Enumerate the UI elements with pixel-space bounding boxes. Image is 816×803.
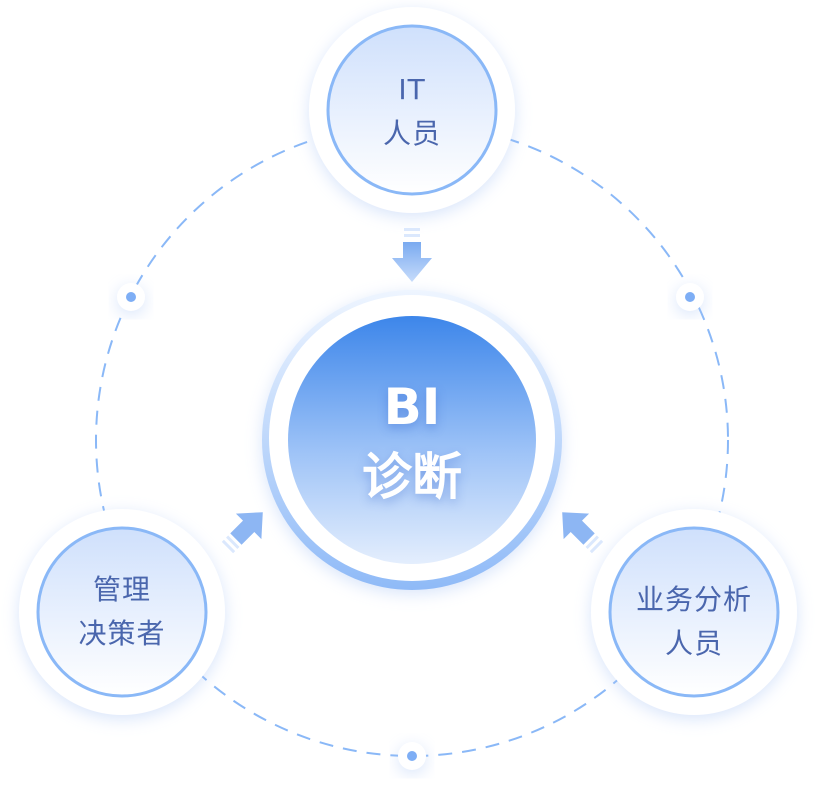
node-management-line2: 决策者 [78, 617, 166, 650]
node-it-circle [309, 7, 515, 213]
node-it-line1: IT [398, 73, 426, 106]
node-it-line2: 人员 [382, 117, 441, 150]
node-business-line1: 业务分析 [635, 583, 752, 616]
arrow-up-left-icon [562, 512, 604, 554]
node-management-line1: 管理 [92, 573, 151, 606]
arrow-down-icon [392, 228, 432, 282]
node-management-label: 管理 决策者 [42, 568, 202, 656]
node-business-line2: 人员 [664, 627, 723, 660]
center-label-line1: BI [383, 378, 441, 436]
center-node [262, 290, 562, 590]
orbit-dot-bottom [398, 742, 426, 770]
center-label-line2: 诊断 [362, 448, 462, 506]
orbit-dot-right [676, 283, 704, 311]
node-management-circle [19, 509, 225, 715]
center-label: BI 诊断 [312, 372, 512, 512]
node-it-label: IT 人员 [332, 68, 492, 156]
orbit-dot-left [117, 283, 145, 311]
node-business-circle [591, 509, 797, 715]
arrow-up-right-icon [221, 512, 263, 554]
node-business-label: 业务分析 人员 [604, 578, 784, 666]
